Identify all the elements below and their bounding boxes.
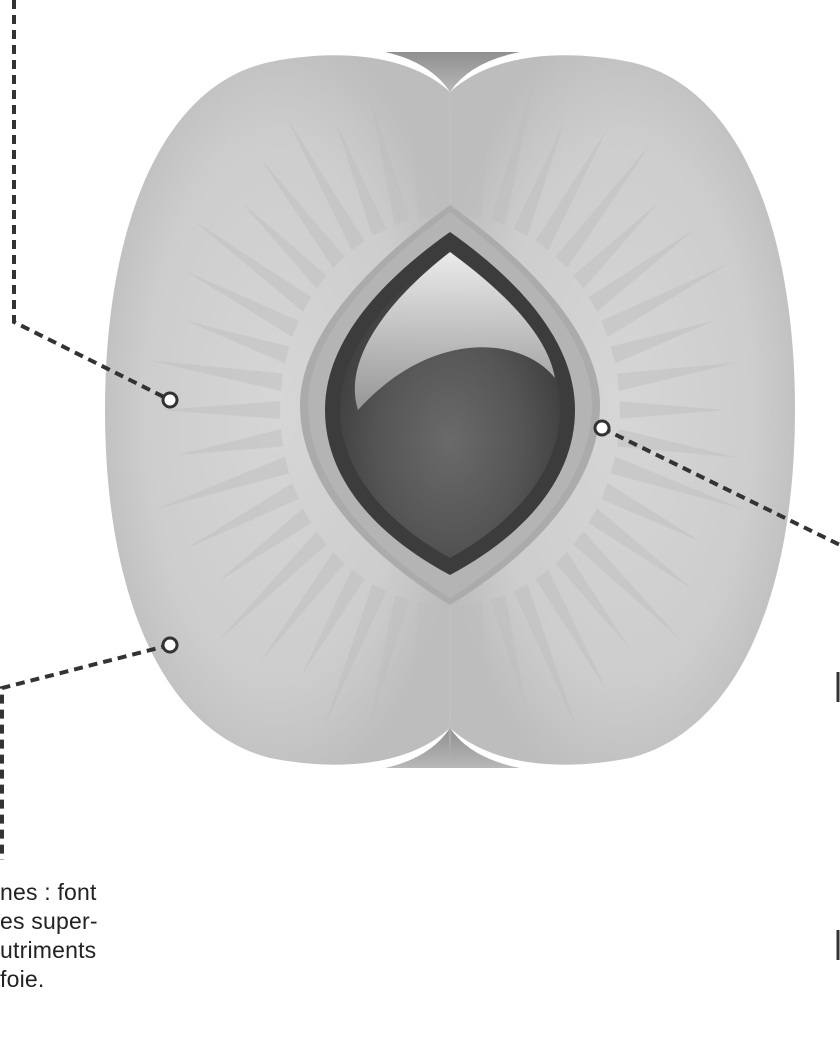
caption-line: nes : font: [0, 878, 150, 907]
callout-marker-icon: [595, 421, 609, 435]
caption-line: foie.: [0, 965, 150, 994]
leader-line-lower-left: [2, 638, 177, 860]
caption-text: nes : font es super- utriments foie.: [0, 878, 150, 994]
callout-marker-icon: [163, 393, 177, 407]
callout-marker-icon: [163, 638, 177, 652]
caption-line: es super-: [0, 907, 150, 936]
caption-line: utriments: [0, 936, 150, 965]
